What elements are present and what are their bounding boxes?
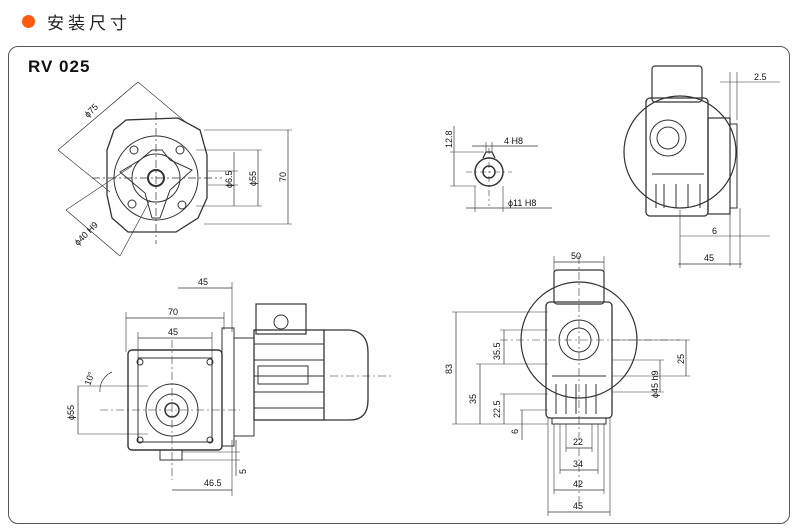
section-title: 安装尺寸 [47, 13, 131, 34]
drawing-frame [8, 46, 790, 524]
side-view-bottom [452, 256, 690, 516]
dim-45-front-top: 45 [198, 277, 208, 287]
dim-10deg: 10° [82, 370, 96, 387]
section-header: 安装尺寸 [22, 8, 131, 34]
dim-35: 35 [468, 394, 478, 404]
front-motor-view [77, 282, 392, 496]
dim-42: 42 [573, 479, 583, 489]
dim-22-5: 22.5 [492, 400, 502, 418]
dim-25: 25 [676, 354, 686, 364]
dim-34: 34 [573, 459, 583, 469]
dim-6-bottom: 6 [510, 429, 520, 434]
dim-70-flange: 70 [278, 172, 288, 182]
dim-12-8: 12.8 [444, 130, 454, 148]
dim-4h8: 4 H8 [504, 136, 523, 146]
dim-phi40: ϕ40 H9 [72, 220, 100, 248]
dim-22: 22 [573, 437, 583, 447]
dim-46-5: 46.5 [204, 478, 222, 488]
dim-45-top: 45 [704, 253, 714, 263]
dim-45-front: 45 [168, 327, 178, 337]
side-view-top [623, 65, 780, 268]
dim-70-front: 70 [168, 307, 178, 317]
dim-35-5: 35.5 [492, 342, 502, 360]
model-label: RV 025 [28, 57, 91, 76]
dim-phi11h8: ϕ11 H8 [508, 198, 536, 208]
flange-view [57, 81, 292, 257]
dim-2-5: 2.5 [754, 72, 767, 82]
dim-phi6-5: ϕ6.5 [224, 170, 234, 188]
dim-83: 83 [444, 364, 454, 374]
dim-phi55-front: ϕ55 [66, 405, 76, 420]
bullet-dot-icon [22, 14, 35, 28]
dim-phi55-flange: ϕ55 [248, 171, 258, 186]
dim-45-bottom: 45 [573, 501, 583, 511]
dim-phi45h9: ϕ45 h9 [650, 370, 660, 398]
dim-50: 50 [571, 251, 581, 261]
dim-5: 5 [238, 469, 248, 474]
bore-view [450, 126, 552, 212]
dim-6-top: 6 [712, 226, 717, 236]
